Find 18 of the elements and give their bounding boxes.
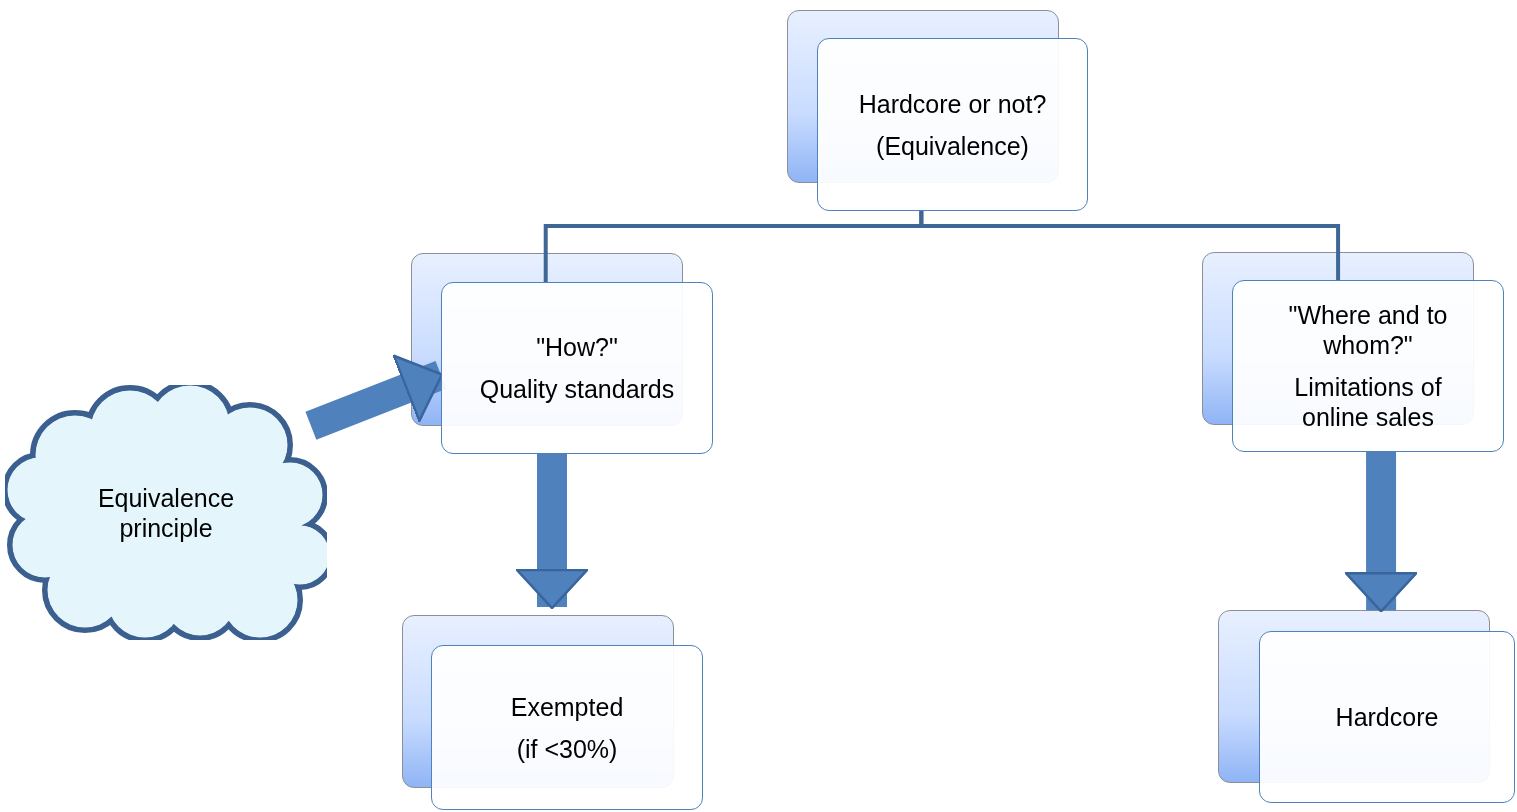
- connector-line: [919, 211, 1341, 280]
- block-arrow: [1344, 452, 1418, 613]
- node-text: "Where and to whom?": [1287, 300, 1449, 360]
- process-box: [817, 38, 1088, 211]
- node-text: Exempted: [510, 691, 624, 722]
- node-text: Quality standards: [479, 374, 675, 404]
- node-text: Hardcore: [1335, 702, 1439, 732]
- node-text: Limitations of online sales: [1293, 372, 1443, 432]
- process-box: [1232, 280, 1504, 452]
- node-text: (Equivalence): [876, 130, 1029, 161]
- process-box: [431, 645, 703, 810]
- process-box: [1259, 631, 1515, 803]
- process-box: [441, 282, 713, 454]
- block-arrow: [515, 454, 589, 610]
- node-text: Hardcore or not?: [858, 88, 1047, 119]
- node-text: "How?": [536, 332, 618, 362]
- node-text: (if <30%): [516, 733, 618, 764]
- node-text: Equivalence principle: [96, 482, 236, 543]
